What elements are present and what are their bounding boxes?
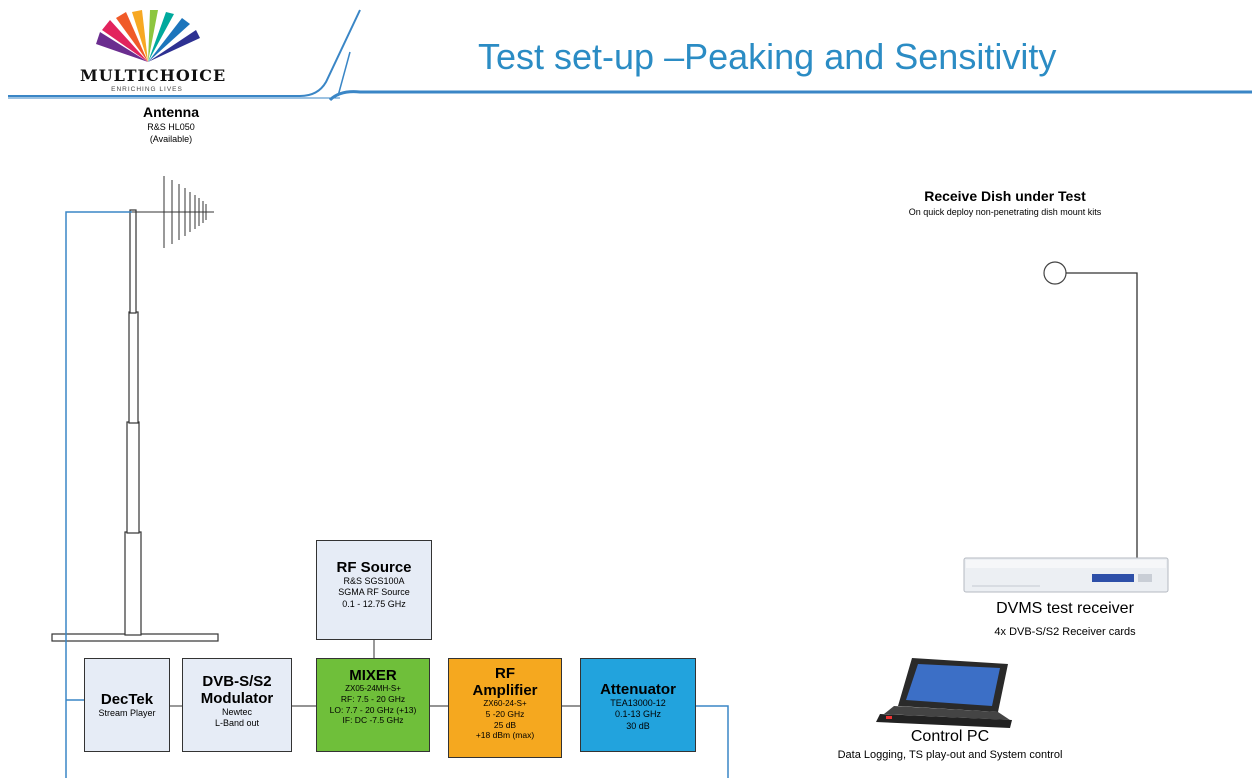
rf-source-line1: R&S SGS100A — [343, 576, 405, 586]
mixer-line2: RF: 7.5 - 20 GHz — [340, 694, 406, 704]
amplifier-block: RF Amplifier ZX60-24-S+ 5 -20 GHz 25 dB … — [448, 658, 562, 758]
attenuator-block: Attenuator TEA13000-12 0.1-13 GHz 30 dB — [580, 658, 696, 752]
antenna-title: Antenna — [143, 104, 199, 120]
attenuator-line2: 0.1-13 GHz — [614, 709, 662, 720]
modulator-line2: L-Band out — [214, 718, 260, 729]
header-swoosh-line — [8, 9, 361, 97]
antenna-model: R&S HL050 — [147, 122, 195, 132]
log-periodic-antenna-icon — [128, 176, 214, 248]
modulator-title2: Modulator — [200, 690, 274, 707]
dectek-title: DecTek — [100, 691, 154, 708]
mixer-line3: LO: 7.7 - 20 GHz (+13) — [329, 704, 417, 715]
connection-wires — [65, 211, 729, 778]
antenna-mast — [51, 209, 219, 642]
amplifier-line2: 5 -20 GHz — [485, 709, 525, 719]
attenuator-line3: 30 dB — [626, 720, 650, 731]
receive-dish-icon — [1043, 261, 1138, 560]
block-links — [170, 640, 580, 707]
amplifier-line3: 25 dB — [493, 719, 517, 730]
mixer-title: MIXER — [349, 667, 397, 684]
slide-title: Test set-up –Peaking and Sensitivity — [478, 36, 1057, 77]
dvms-subtitle: 4x DVB-S/S2 Receiver cards — [994, 626, 1136, 638]
mixer-line1: ZX05-24MH-S+ — [345, 684, 401, 693]
dish-title: Receive Dish under Test — [924, 188, 1086, 204]
control-pc-subtitle: Data Logging, TS play-out and System con… — [837, 749, 1063, 761]
rf-source-line2: SGMA RF Source — [338, 587, 410, 598]
amplifier-line1: ZX60-24-S+ — [483, 699, 527, 708]
modulator-block: DVB-S/S2 Modulator Newtec L-Band out — [182, 658, 292, 752]
antenna-status: (Available) — [149, 134, 193, 144]
amplifier-title2: Amplifier — [472, 682, 538, 699]
dvms-receiver-icon — [963, 557, 1169, 593]
rf-source-line3: 0.1 - 12.75 GHz — [342, 598, 406, 609]
modulator-line1: Newtec — [221, 707, 252, 717]
dectek-line1: Stream Player — [98, 708, 156, 718]
laptop-icon — [876, 658, 1012, 728]
rf-source-block: RF Source R&S SGS100A SGMA RF Source 0.1… — [316, 540, 432, 640]
mixer-line4: IF: DC -7.5 GHz — [342, 715, 404, 726]
header-underline — [328, 90, 1252, 102]
attenuator-line1: TEA13000-12 — [610, 698, 666, 708]
dish-subtitle: On quick deploy non-penetrating dish mou… — [908, 207, 1102, 217]
logo-name: MULTICHOICE — [80, 66, 227, 85]
mixer-block: MIXER ZX05-24MH-S+ RF: 7.5 - 20 GHz LO: … — [316, 658, 430, 752]
amplifier-title1: RF — [495, 665, 515, 682]
dectek-block: DecTek Stream Player — [84, 658, 170, 752]
multichoice-logo-icon — [96, 10, 200, 62]
control-pc-title: Control PC — [910, 728, 990, 745]
modulator-title1: DVB-S/S2 — [202, 673, 272, 690]
logo-tagline: ENRICHING LIVES — [111, 86, 183, 93]
amplifier-line4: +18 dBm (max) — [475, 730, 535, 741]
rf-source-title: RF Source — [336, 559, 412, 576]
dvms-title: DVMS test receiver — [996, 600, 1134, 617]
header-swoosh-line-2 — [337, 51, 351, 97]
attenuator-title: Attenuator — [600, 681, 676, 698]
